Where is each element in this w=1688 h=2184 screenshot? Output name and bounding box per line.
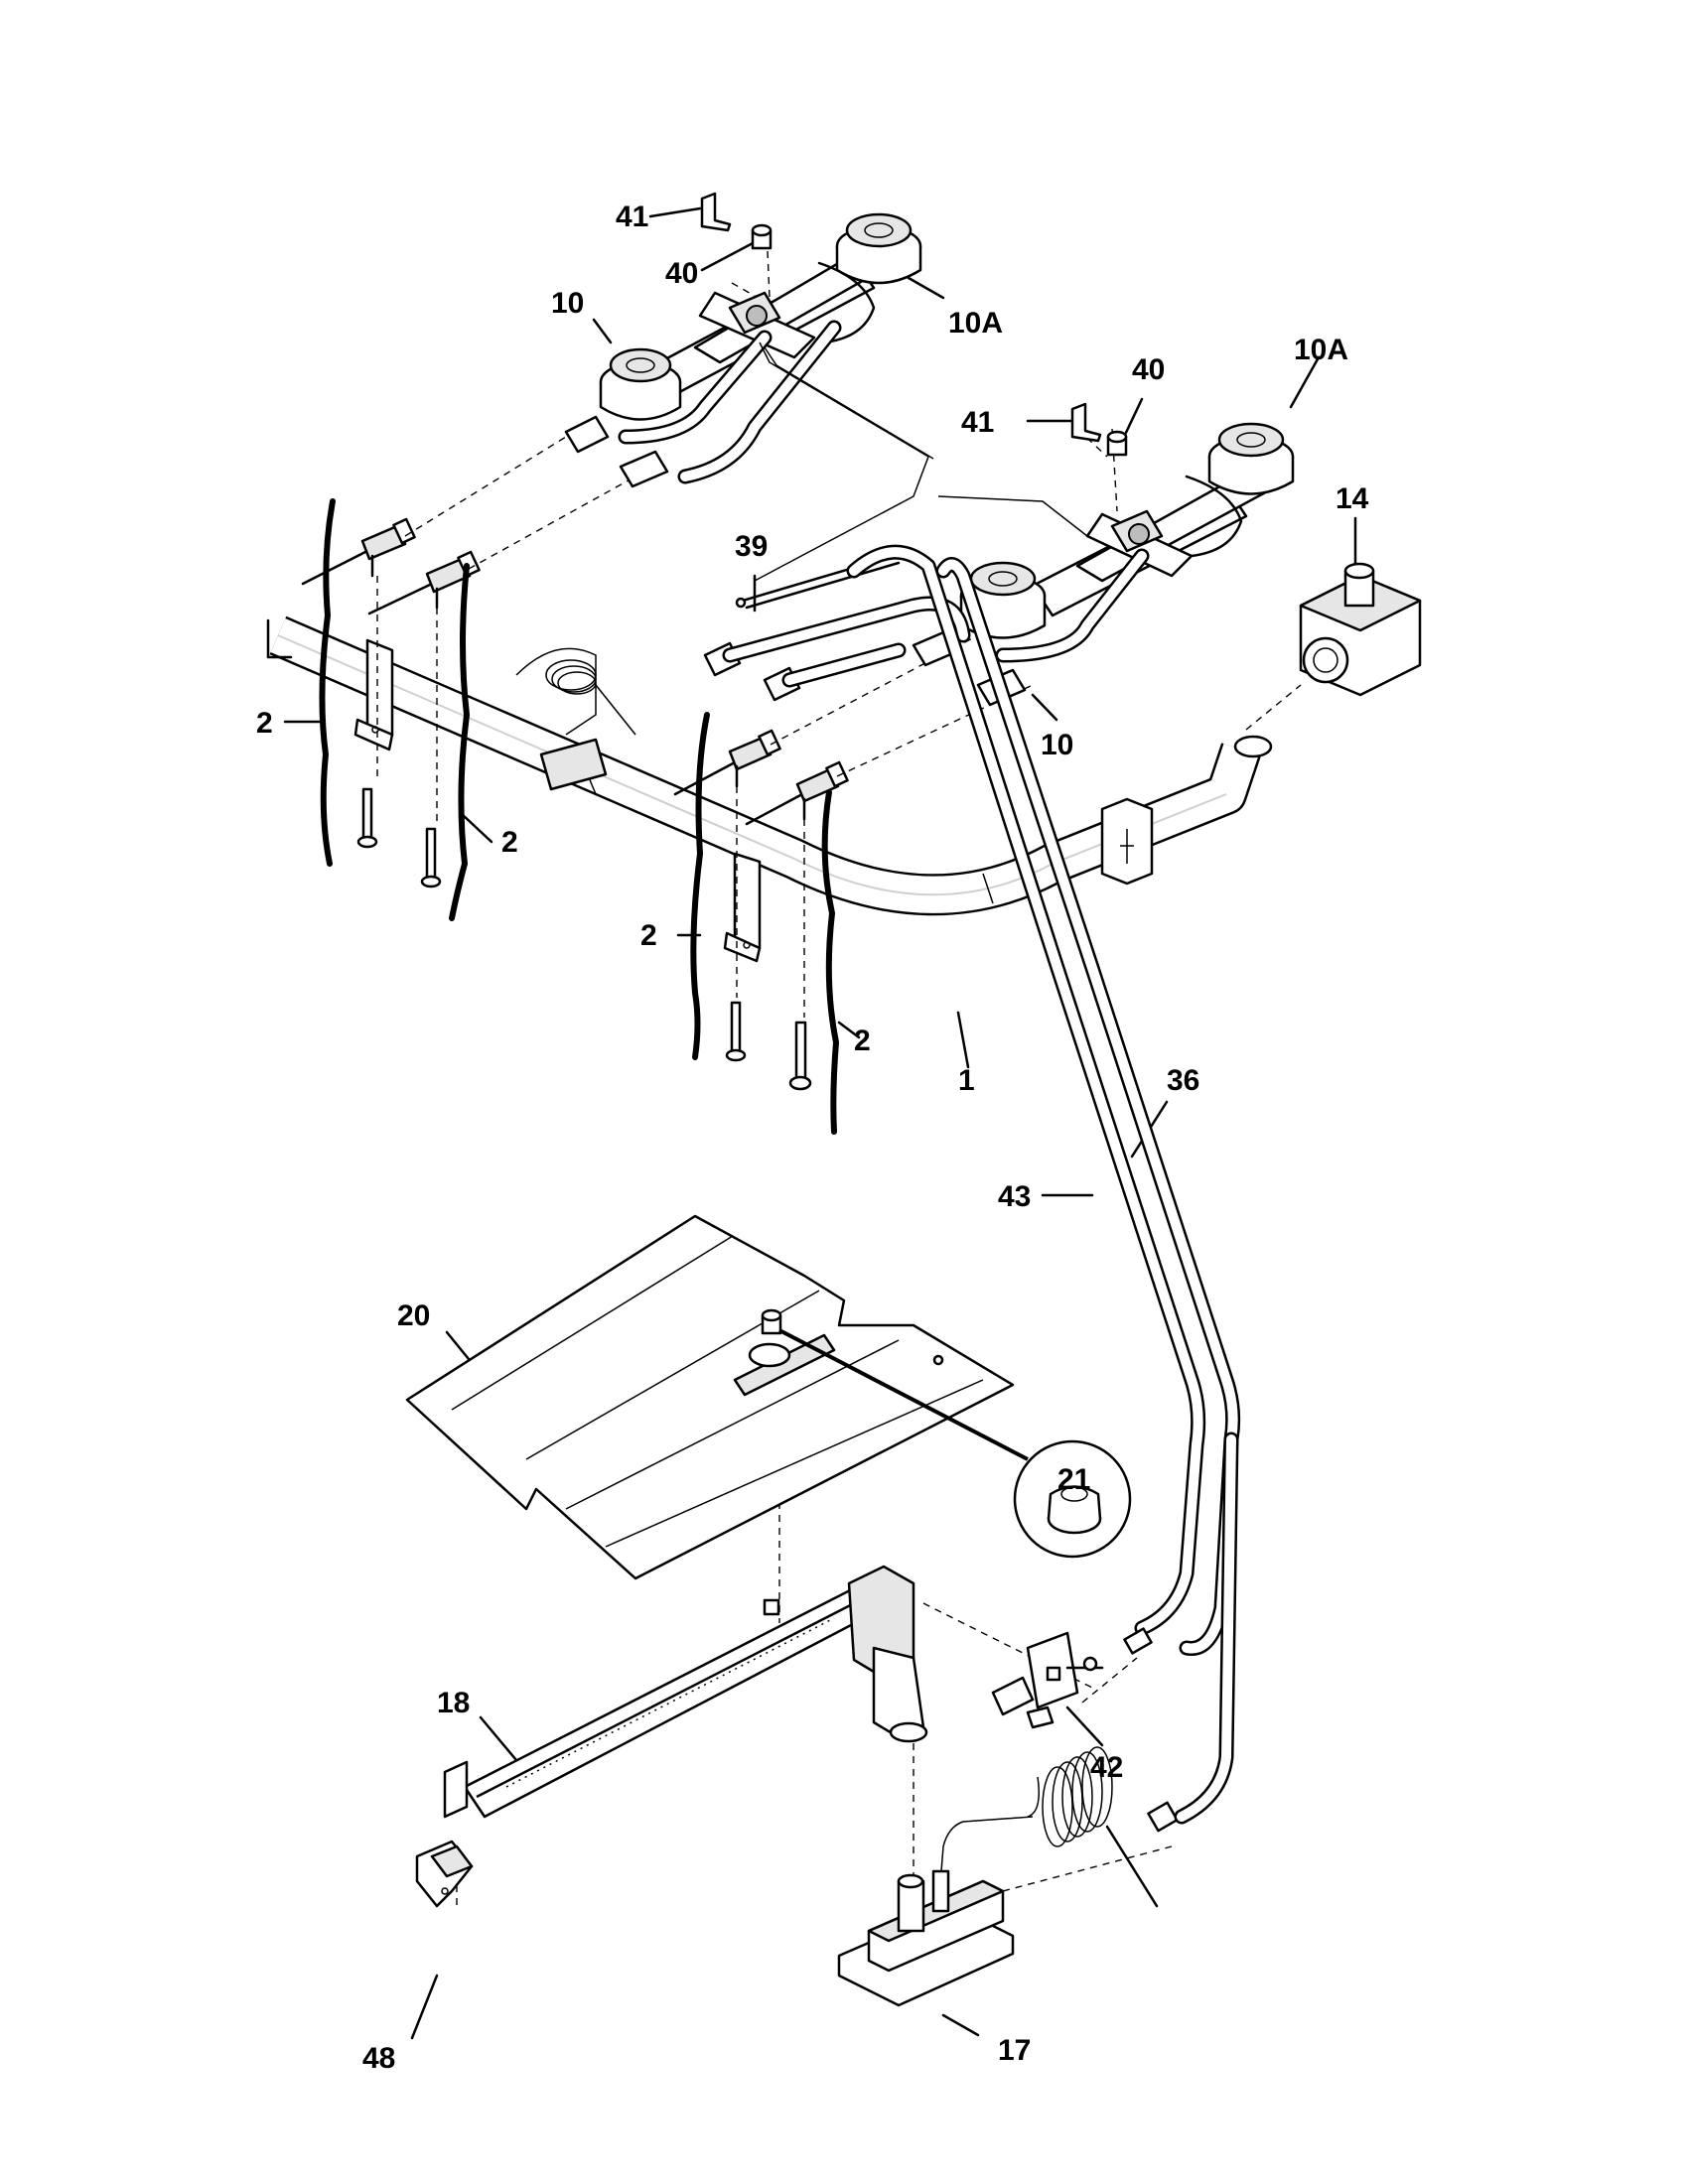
nut-40-rear <box>751 223 773 250</box>
screw-4 <box>788 1021 812 1091</box>
capillary-coil <box>1042 1746 1113 1847</box>
label-2-right-inner: 2 <box>854 1024 871 1057</box>
screw-3 <box>725 1001 747 1062</box>
tube-36 <box>935 557 1241 1656</box>
tube-fittings <box>1123 1627 1179 1833</box>
label-41-front: 41 <box>961 406 994 439</box>
label-43: 43 <box>998 1180 1031 1213</box>
screw-1 <box>356 787 378 849</box>
burner-ports <box>505 1617 835 1788</box>
safety-valve-17 <box>837 1746 1159 2007</box>
dashed-guide-lines <box>376 250 1302 1906</box>
manifold-bracket-left <box>353 638 394 751</box>
label-36: 36 <box>1167 1064 1199 1097</box>
label-14: 14 <box>1336 482 1369 515</box>
part-labels: 41 40 10 10A 40 10A 41 14 39 10 2 2 2 2 … <box>256 201 1369 2075</box>
label-42: 42 <box>1090 1751 1123 1784</box>
label-20: 20 <box>397 1299 430 1332</box>
tube-36-lower <box>1174 1432 1239 1825</box>
label-18: 18 <box>437 1687 470 1719</box>
clip-41-front <box>1070 402 1102 443</box>
nut-40-front <box>1106 430 1128 457</box>
regulator-14 <box>1299 562 1422 697</box>
label-10-front: 10 <box>1041 729 1073 761</box>
label-17: 17 <box>998 2034 1031 2067</box>
burner-10A-rear <box>835 212 922 285</box>
connecting-wire <box>754 341 1088 582</box>
valve-1 <box>301 517 416 586</box>
valve-4 <box>745 760 849 826</box>
label-10A-front: 10A <box>1294 334 1348 366</box>
label-10A-rear: 10A <box>948 307 1003 340</box>
label-2-right-outer: 2 <box>640 919 657 952</box>
label-39: 39 <box>735 530 768 563</box>
label-48: 48 <box>362 2042 395 2075</box>
label-41-rear: 41 <box>616 201 648 233</box>
manifold-bracket-right <box>723 852 762 963</box>
bake-burner-18 <box>443 1565 928 1819</box>
label-2-left-inner: 2 <box>501 826 518 859</box>
leader-lines <box>283 206 1357 2040</box>
burner-assembly-front <box>995 473 1273 663</box>
label-21: 21 <box>1057 1463 1090 1496</box>
manifold-pipe <box>266 615 1273 916</box>
bracket-48 <box>415 1840 474 1908</box>
label-10-rear: 10 <box>551 287 584 320</box>
label-2-left-outer: 2 <box>256 707 273 740</box>
nut-21-assembly <box>761 1308 1132 1559</box>
label-40-rear: 40 <box>665 257 698 290</box>
burner-10A-front <box>1207 422 1295 495</box>
valve-wires <box>319 498 840 1135</box>
manifold-bracket-rear <box>1100 797 1154 886</box>
label-40-front: 40 <box>1132 353 1165 386</box>
heat-shield-20 <box>405 1214 1015 1580</box>
clip-41-rear <box>700 192 732 232</box>
igniter-42 <box>991 1631 1104 1729</box>
coil-bulb <box>515 647 636 791</box>
burner-assembly-rear <box>618 246 896 484</box>
tube-43 <box>846 544 1206 1636</box>
screw-2 <box>420 827 442 888</box>
burner-10-rear <box>564 347 682 488</box>
label-1: 1 <box>958 1064 975 1097</box>
valve-3 <box>673 729 781 796</box>
